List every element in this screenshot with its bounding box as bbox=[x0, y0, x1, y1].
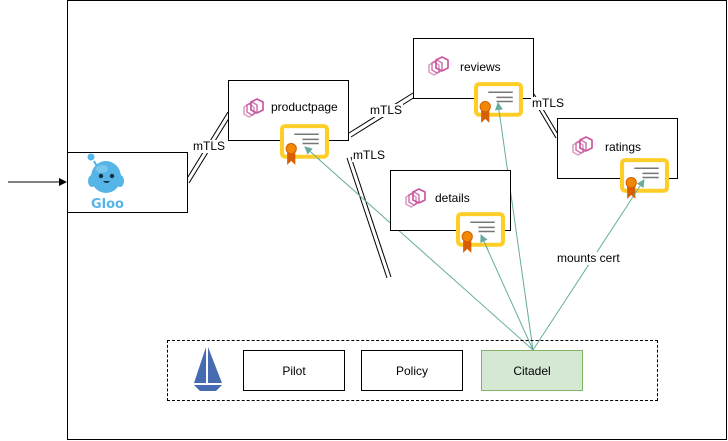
envoy-hexagon-icon bbox=[572, 136, 593, 156]
certificate-icon-reviews bbox=[474, 82, 523, 123]
certificate-icon-ratings bbox=[620, 158, 669, 199]
cert-link-reviews bbox=[495, 102, 534, 351]
citadel-box[interactable]: Citadel bbox=[481, 350, 583, 391]
certificate-icon-details bbox=[456, 212, 505, 253]
citadel-label: Citadel bbox=[513, 363, 551, 378]
policy-label: Policy bbox=[395, 363, 428, 378]
envoy-hexagon-icon bbox=[428, 56, 449, 76]
cluster-frame bbox=[67, 0, 727, 440]
service-ratings[interactable]: ratings bbox=[557, 118, 678, 179]
cert-link-productpage bbox=[304, 146, 534, 351]
service-label: productpage bbox=[271, 100, 338, 114]
istio-sail-icon bbox=[194, 347, 222, 391]
policy-box[interactable]: Policy bbox=[361, 350, 463, 391]
gloo-gateway-box[interactable]: Gloo bbox=[67, 152, 188, 213]
pilot-box[interactable]: Pilot bbox=[243, 350, 345, 391]
istio-control-plane bbox=[167, 340, 658, 401]
cert-link-details bbox=[480, 234, 534, 351]
mtls-label-productpage-reviews: mTLS bbox=[369, 103, 404, 117]
service-details[interactable]: details bbox=[390, 170, 511, 231]
gloo-logo-icon: Gloo bbox=[87, 153, 124, 211]
envoy-hexagon-icon bbox=[405, 188, 426, 208]
mtls-label-reviews-ratings: mTLS bbox=[531, 96, 566, 110]
service-label: reviews bbox=[460, 60, 501, 74]
mounts-cert-label: mounts cert bbox=[556, 251, 621, 265]
envoy-hexagon-icon bbox=[243, 98, 264, 118]
service-label: details bbox=[435, 191, 470, 205]
certificate-icon-productpage bbox=[280, 124, 329, 165]
mtls-label-gloo-productpage: mTLS bbox=[192, 139, 227, 153]
cert-links bbox=[304, 102, 645, 351]
service-label: ratings bbox=[605, 140, 642, 154]
mtls-label-productpage-details: mTLS bbox=[352, 148, 387, 162]
gloo-logo-text: Gloo bbox=[91, 197, 124, 211]
mtls-link-productpage-details bbox=[346, 156, 392, 279]
cert-link-ratings bbox=[532, 179, 645, 351]
pilot-label: Pilot bbox=[282, 363, 306, 378]
